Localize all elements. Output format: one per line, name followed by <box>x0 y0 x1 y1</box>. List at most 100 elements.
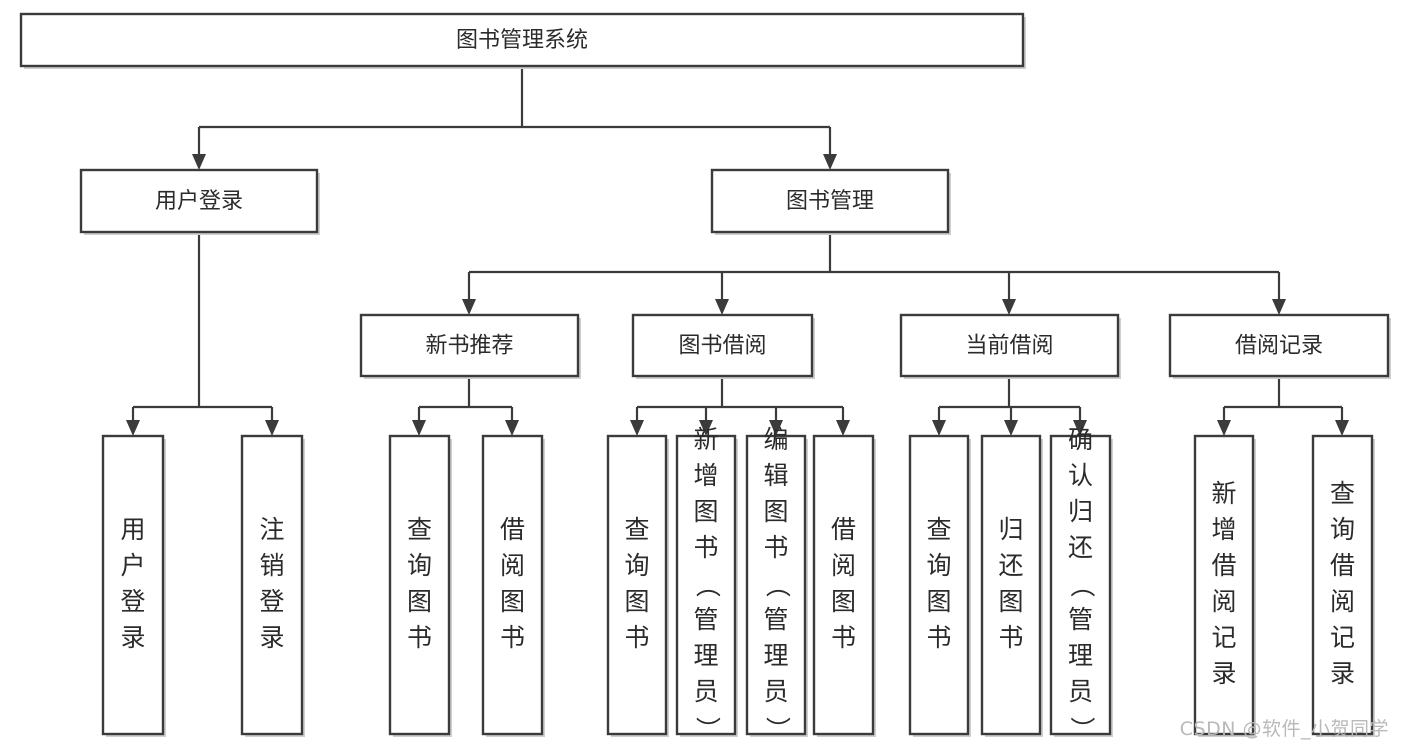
arrow-head-icon <box>265 420 279 436</box>
node-rect[interactable] <box>745 434 807 736</box>
node-label-char: 阅 <box>1330 587 1355 616</box>
node-rect[interactable] <box>812 434 875 736</box>
node-label-char: 借 <box>831 515 856 544</box>
arrow-head-icon <box>932 420 946 436</box>
node-rect[interactable] <box>631 313 814 378</box>
arrow-head-icon <box>715 299 729 315</box>
arrow-head-icon <box>823 154 837 170</box>
node-label: 当前借阅 <box>965 334 1053 359</box>
node-label-char: 书 <box>831 623 856 652</box>
node-label-char: 销 <box>259 551 284 580</box>
node-l3-3[interactable]: 借阅记录 <box>1168 313 1391 379</box>
node-rect[interactable] <box>101 434 165 736</box>
node-label-char: 员 <box>1068 677 1093 706</box>
boxes-layer: 图书管理系统用户登录图书管理新书推荐图书借阅当前借阅借阅记录用户登录注销登录查询… <box>19 12 1391 742</box>
arrow-head-icon <box>699 420 713 436</box>
node-label-char: 注 <box>259 515 284 544</box>
node-l2-0[interactable]: 用户登录 <box>79 168 320 235</box>
node-label-char: 理 <box>693 641 718 670</box>
node-rect[interactable] <box>19 12 1025 68</box>
node-label-char: 图 <box>763 497 788 526</box>
node-rect[interactable] <box>481 434 544 736</box>
node-label-char: 管 <box>1068 605 1093 634</box>
node-rect[interactable] <box>908 434 970 736</box>
arrow-head-icon <box>1272 299 1286 315</box>
node-rect[interactable] <box>79 168 319 234</box>
node-label-char: 员 <box>763 677 788 706</box>
node-rect[interactable] <box>606 434 668 736</box>
node-label-char: 用 <box>120 515 145 544</box>
node-label-char: 书 <box>624 623 649 652</box>
node-rect[interactable] <box>1311 434 1374 736</box>
node-rect[interactable] <box>899 313 1120 378</box>
node-l2-1[interactable]: 图书管理 <box>710 168 951 235</box>
node-label-char: 图 <box>831 587 856 616</box>
node-label-char: 书 <box>998 623 1023 652</box>
node-label-char: 阅 <box>1211 587 1236 616</box>
node-label-char: 借 <box>1330 551 1355 580</box>
node-rect[interactable] <box>1049 434 1112 736</box>
node-rect[interactable] <box>388 434 451 736</box>
node-label-char: 增 <box>1211 515 1236 544</box>
node-label-char: 查 <box>407 515 432 544</box>
node-lf-0[interactable]: 用户登录 <box>101 434 166 737</box>
node-label-char: 编 <box>763 425 788 454</box>
arrow-head-icon <box>192 154 206 170</box>
connector-group-l2-1 <box>462 232 1286 315</box>
node-root[interactable]: 图书管理系统 <box>19 12 1026 69</box>
node-l3-2[interactable]: 当前借阅 <box>899 313 1121 379</box>
node-rect[interactable] <box>980 434 1042 736</box>
arrow-head-icon <box>1004 420 1018 436</box>
node-label-char: 理 <box>1068 641 1093 670</box>
node-rect[interactable] <box>710 168 950 234</box>
node-label-char: 增 <box>693 461 718 490</box>
node-label-char: ） <box>1068 716 1097 741</box>
node-label: 图书管理 <box>786 189 874 214</box>
node-label: 用户登录 <box>155 189 243 214</box>
node-l3-1[interactable]: 图书借阅 <box>631 313 815 379</box>
node-label-char: 图 <box>624 587 649 616</box>
node-label-char: （ <box>1068 572 1097 597</box>
node-rect[interactable] <box>1168 313 1390 378</box>
node-label-char: （ <box>693 572 722 597</box>
node-label-char: ） <box>693 716 722 741</box>
node-rect[interactable] <box>240 434 304 736</box>
node-rect[interactable] <box>359 313 580 378</box>
node-label-char: 图 <box>693 497 718 526</box>
node-label-char: 借 <box>500 515 525 544</box>
node-rect[interactable] <box>675 434 737 736</box>
node-label-char: 询 <box>624 551 649 580</box>
node-l3-0[interactable]: 新书推荐 <box>359 313 581 379</box>
arrow-head-icon <box>630 420 644 436</box>
arrow-head-icon <box>1002 299 1016 315</box>
node-label-char: 管 <box>763 605 788 634</box>
arrow-head-icon <box>412 420 426 436</box>
node-label-char: 还 <box>1068 533 1093 562</box>
node-label: 图书管理系统 <box>456 28 588 53</box>
node-label-char: 记 <box>1211 623 1236 652</box>
node-label-char: 阅 <box>500 551 525 580</box>
connector-group-l2-0 <box>126 232 279 436</box>
node-label-char: 员 <box>693 677 718 706</box>
node-label-char: ） <box>763 716 792 741</box>
node-rect[interactable] <box>1193 434 1255 736</box>
node-label-char: 查 <box>1330 479 1355 508</box>
node-label-char: （ <box>763 572 792 597</box>
connectors-layer <box>126 66 1349 436</box>
node-label-char: 图 <box>407 587 432 616</box>
node-label-char: 查 <box>926 515 951 544</box>
